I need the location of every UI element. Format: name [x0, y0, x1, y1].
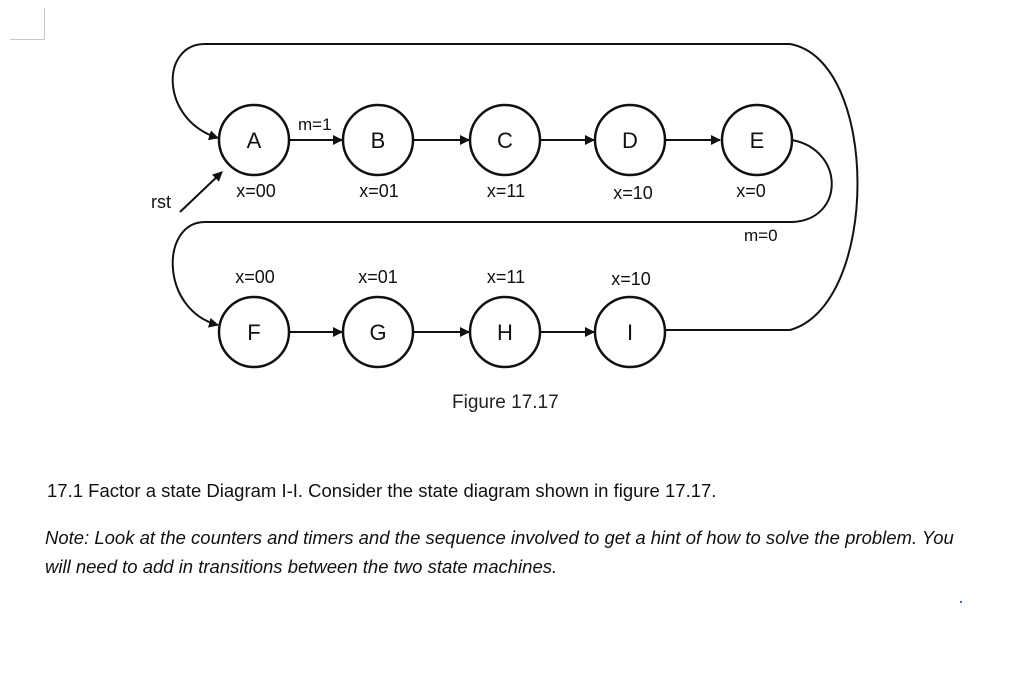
state-e: E: [720, 103, 794, 177]
state-b-label: B: [371, 128, 386, 153]
output-b: x=01: [359, 181, 399, 201]
output-h: x=11: [487, 267, 525, 287]
rst-label: rst: [151, 192, 171, 212]
state-a-label: A: [247, 128, 262, 153]
output-g: x=01: [358, 267, 398, 287]
output-f: x=00: [235, 267, 275, 287]
output-c: x=11: [487, 181, 525, 201]
state-f-label: F: [247, 320, 260, 345]
state-h-label: H: [497, 320, 513, 345]
output-d: x=10: [613, 183, 653, 203]
loop-e-to-f: [171, 139, 833, 328]
state-g: G: [341, 295, 415, 369]
output-e: x=0: [736, 181, 766, 201]
loop-i-to-a: [171, 43, 859, 331]
state-a: A: [217, 103, 291, 177]
rst-arrow: [179, 171, 223, 213]
state-c: C: [468, 103, 542, 177]
output-a: x=00: [236, 181, 276, 201]
state-d: D: [593, 103, 667, 177]
stray-dot: [960, 601, 962, 603]
problem-note: Note: Look at the counters and timers an…: [45, 527, 954, 577]
state-g-label: G: [369, 320, 386, 345]
problem-statement: 17.1 Factor a state Diagram I-I. Conside…: [47, 480, 717, 501]
state-e-label: E: [750, 128, 765, 153]
state-h: H: [468, 295, 542, 369]
page-corner-mark: [10, 8, 45, 40]
state-d-label: D: [622, 128, 638, 153]
label-m-equals-0: m=0: [744, 226, 778, 245]
figure-caption: Figure 17.17: [452, 392, 559, 413]
label-m-equals-1: m=1: [298, 115, 332, 134]
state-i-label: I: [627, 320, 633, 345]
state-c-label: C: [497, 128, 513, 153]
state-i: I: [593, 295, 667, 369]
state-f: F: [217, 295, 291, 369]
state-b: B: [341, 103, 415, 177]
output-i: x=10: [611, 269, 651, 289]
